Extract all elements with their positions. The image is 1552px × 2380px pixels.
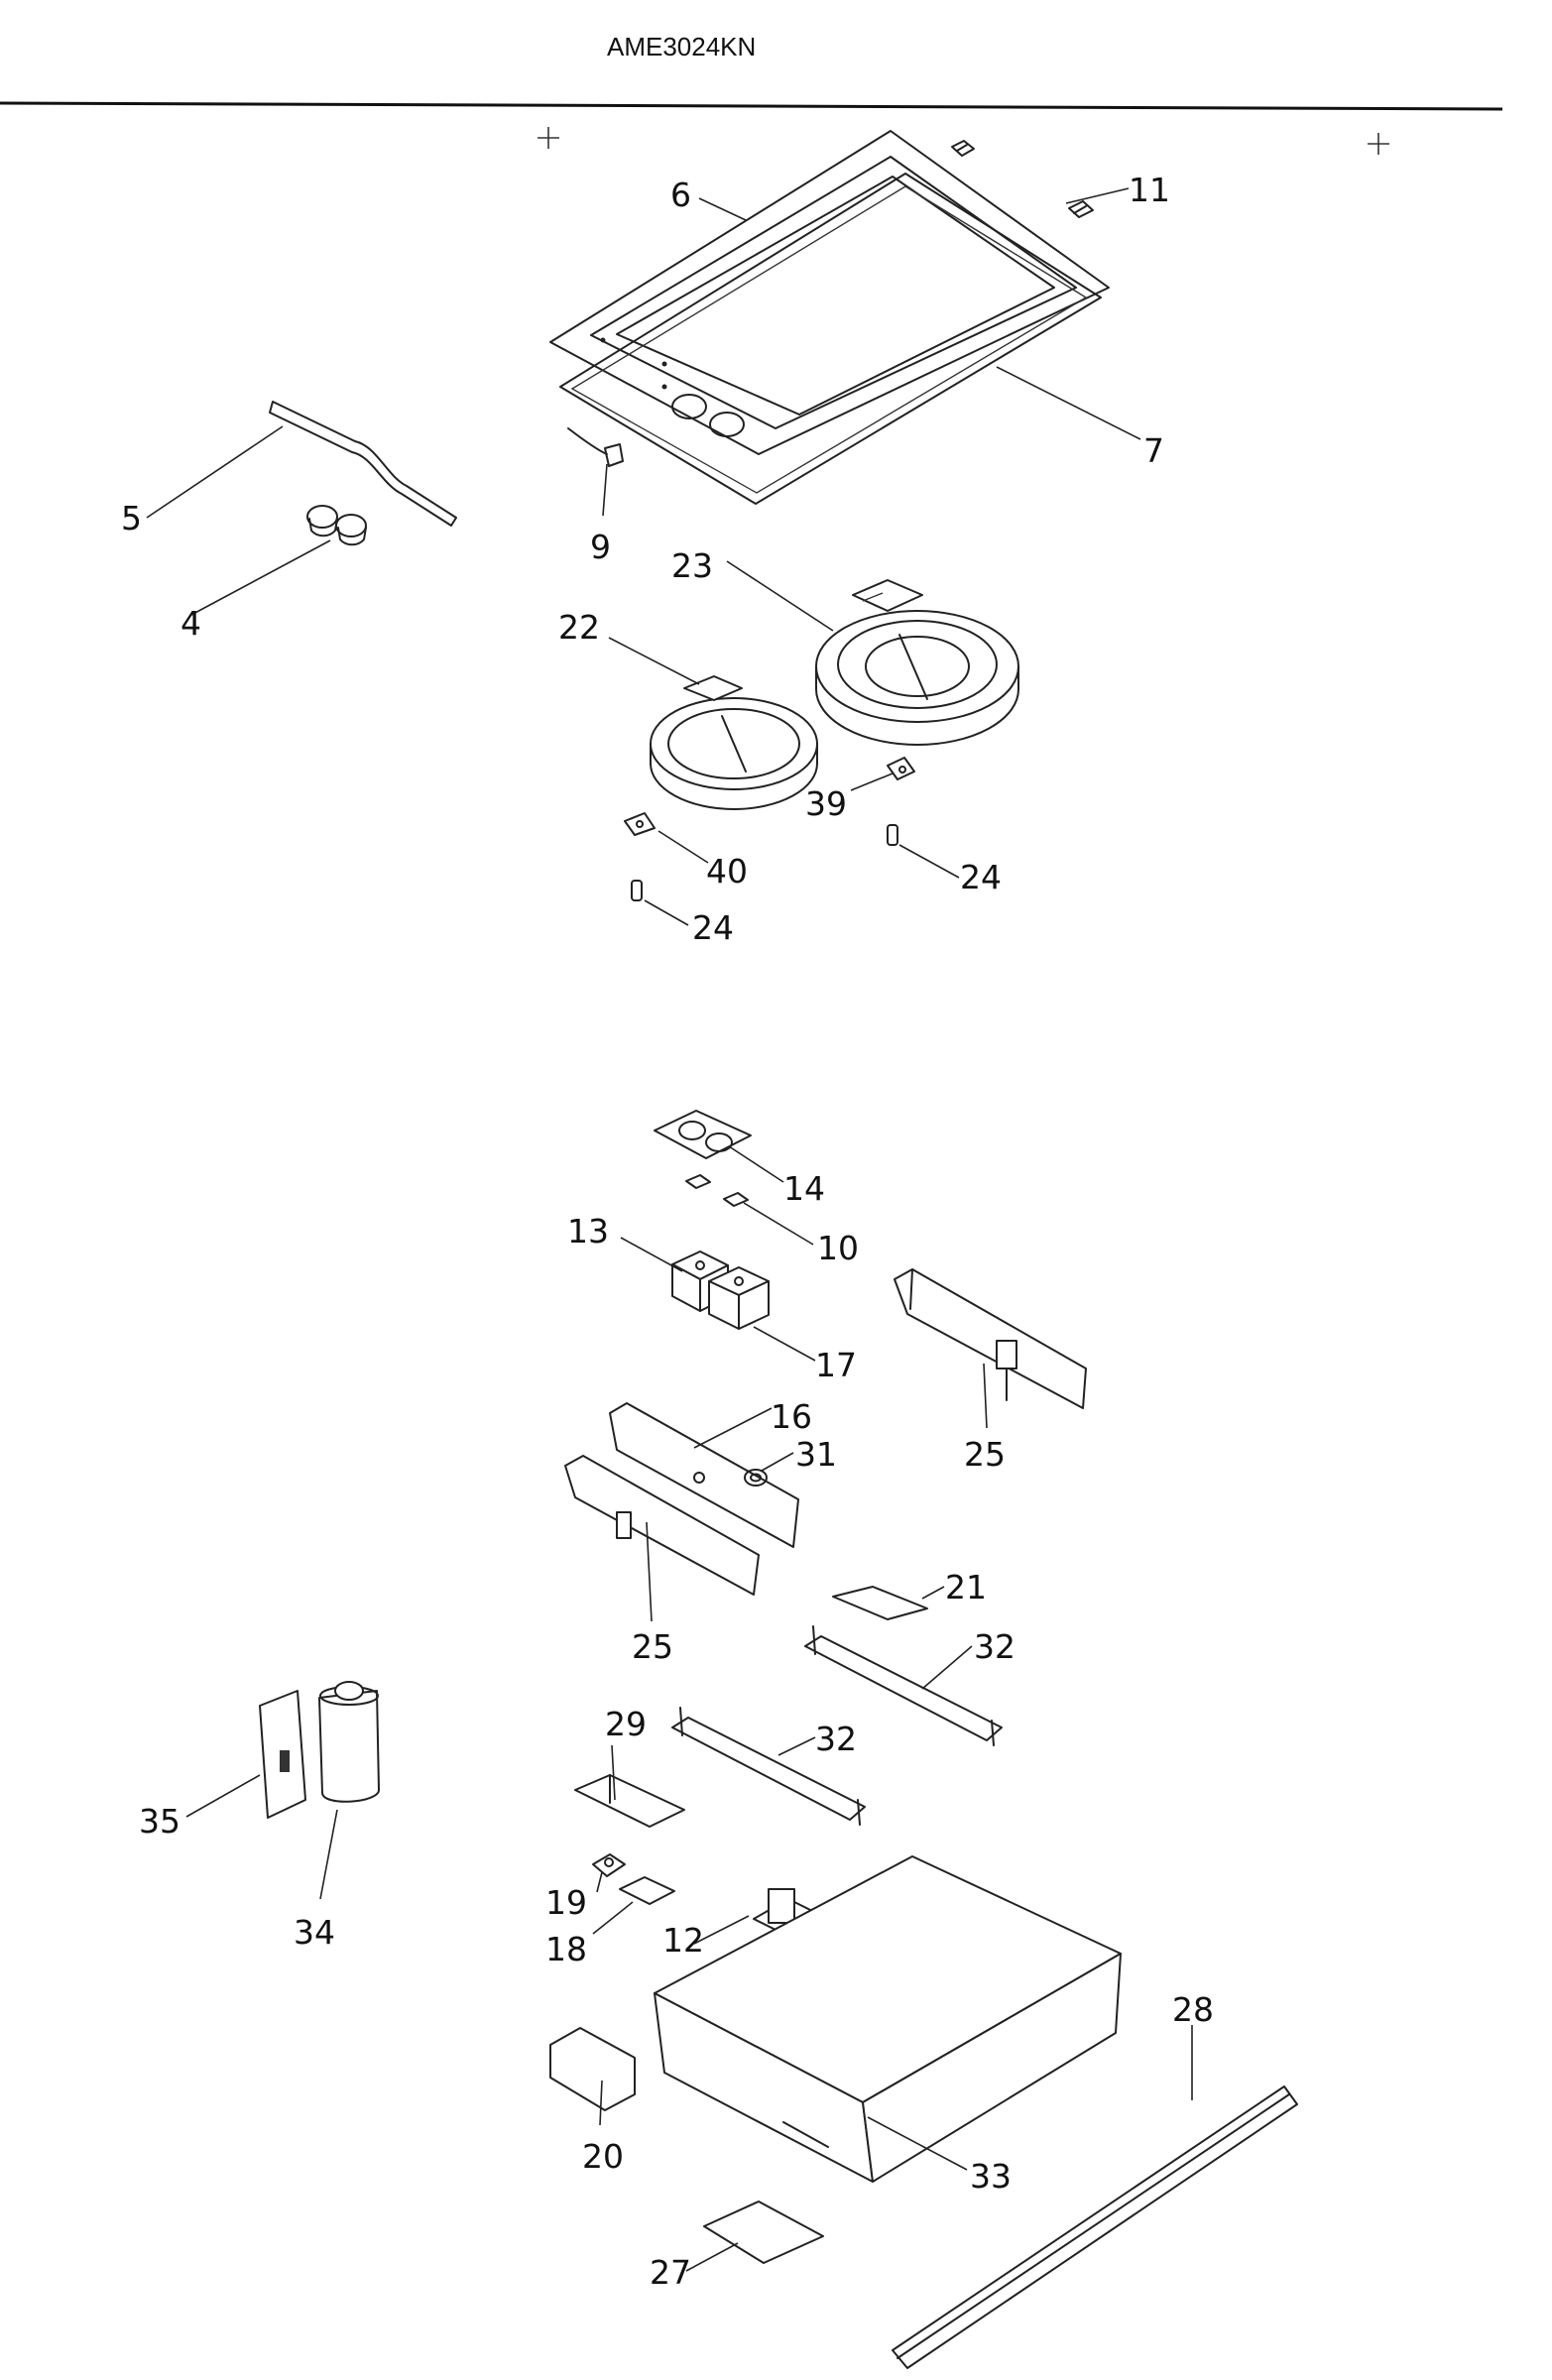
insulation-sheet (703, 2201, 824, 2264)
control-knobs (306, 505, 367, 546)
callout-28: 28 (1172, 1990, 1214, 2029)
callout-4: 4 (180, 604, 201, 643)
glass-cooktop (549, 130, 1110, 455)
mounting-clip-top (951, 140, 975, 157)
indicator-light (592, 1853, 626, 1877)
mounting-clip (1068, 200, 1094, 218)
callout-32-rear: 32 (974, 1627, 1015, 1666)
model-title: AME3024KN (607, 32, 756, 61)
cooktop-gasket (559, 173, 1102, 505)
leader-lines (146, 187, 1193, 2272)
callout-16: 16 (771, 1397, 812, 1436)
callout-12: 12 (662, 1921, 704, 1960)
infinite-switch-right (708, 1266, 770, 1330)
terminal-strip (619, 1876, 675, 1905)
callout-25-left: 25 (632, 1627, 673, 1666)
callout-20: 20 (582, 2137, 624, 2176)
terminal-block-left (631, 880, 643, 901)
side-rail-right (894, 1268, 1087, 1409)
callout-40: 40 (706, 852, 748, 891)
callout-25-right: 25 (964, 1435, 1006, 1474)
rear-panel (609, 1402, 799, 1548)
callout-7: 7 (1143, 431, 1164, 470)
registration-mark-right (1368, 133, 1389, 155)
callout-31: 31 (795, 1435, 837, 1474)
callout-21: 21 (945, 1568, 987, 1606)
callout-17: 17 (815, 1346, 857, 1384)
terminal-bracket (574, 1774, 685, 1828)
callout-5: 5 (121, 499, 142, 537)
callout-35: 35 (139, 1802, 180, 1841)
callout-22: 22 (558, 608, 600, 647)
grommet (744, 1469, 768, 1487)
junction-box-cover (549, 2027, 636, 2111)
element-bracket-left (624, 812, 656, 836)
hold-down-bracket (567, 427, 624, 467)
callout-34: 34 (294, 1913, 335, 1952)
callout-24-left: 24 (692, 908, 734, 947)
front-trim-bar (892, 2085, 1298, 2369)
callout-18: 18 (545, 1930, 587, 1968)
header-rule (0, 101, 1503, 111)
callout-11: 11 (1129, 171, 1170, 209)
callout-6: 6 (670, 176, 691, 214)
callout-27: 27 (650, 2253, 691, 2292)
terminal-block-right (887, 824, 898, 846)
callout-33: 33 (970, 2157, 1012, 2196)
callout-19: 19 (545, 1883, 587, 1922)
callout-13: 13 (567, 1212, 609, 1250)
switch-nut-b (723, 1192, 749, 1207)
crossbar-front (671, 1707, 866, 1826)
chassis-box (654, 1855, 1122, 2183)
callout-29: 29 (605, 1705, 647, 1743)
callout-39: 39 (805, 784, 847, 823)
switch-plate (654, 1110, 752, 1159)
element-bracket-right (887, 757, 915, 780)
registration-mark-left (537, 127, 559, 149)
crossbar-rear (804, 1625, 1003, 1746)
wiring-label (832, 1586, 928, 1620)
callout-32-front: 32 (815, 1720, 857, 1758)
callout-23: 23 (671, 546, 713, 585)
trim-strip (269, 401, 457, 527)
callout-labels: 6 11 7 5 9 4 23 22 39 40 24 24 14 10 13 … (121, 171, 1214, 2292)
callout-10: 10 (817, 1229, 859, 1267)
side-rail-left (564, 1455, 760, 1596)
callout-14: 14 (783, 1169, 825, 1208)
large-radiant-element (815, 579, 1019, 746)
small-radiant-element (650, 675, 818, 810)
callout-9: 9 (590, 528, 611, 566)
switch-nut-a (685, 1174, 711, 1189)
instruction-card (259, 1690, 306, 1819)
callout-24-right: 24 (960, 858, 1002, 896)
cleaner-bottle (318, 1681, 380, 1803)
